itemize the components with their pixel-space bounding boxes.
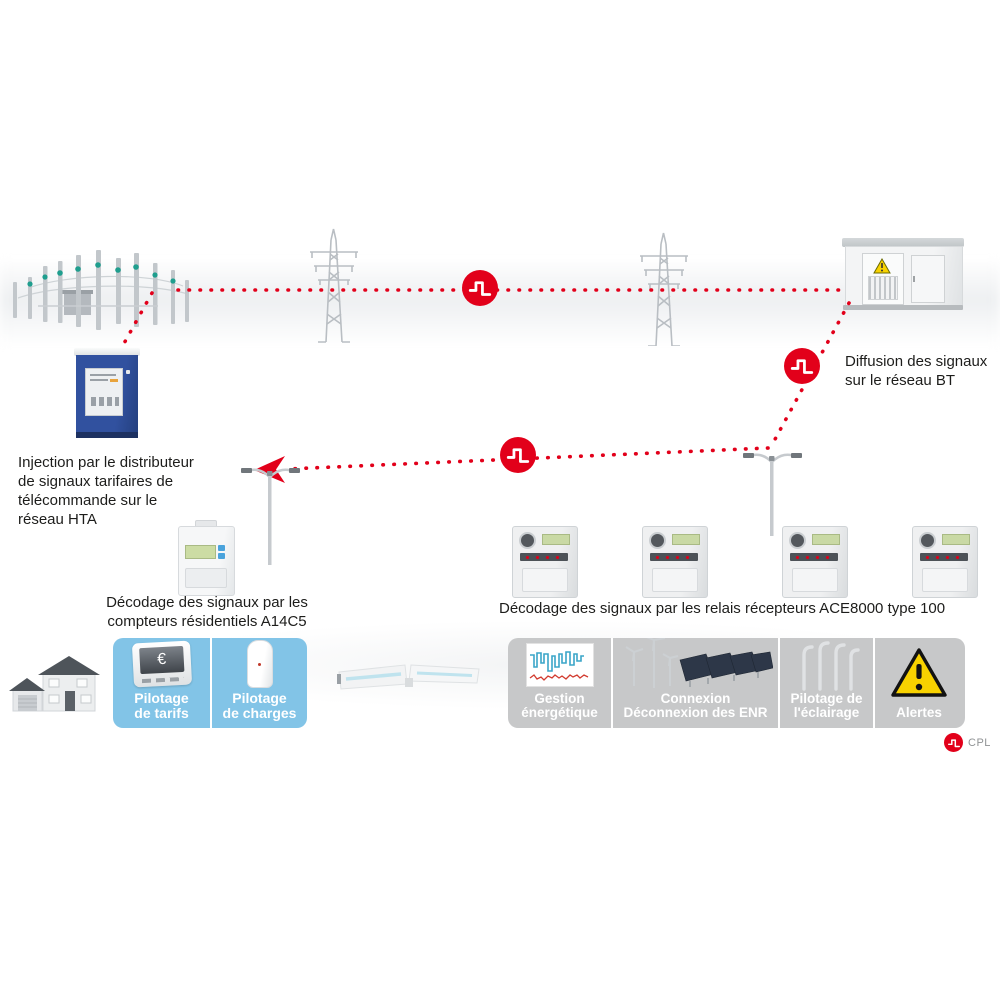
diffusion-annotation: Diffusion des signaux sur le réseau BT [845,353,988,389]
building-vent-grille [868,276,898,300]
relay-receiver-1 [512,526,578,598]
euro-symbol: € [138,646,184,675]
warning-triangle-icon [875,638,963,706]
building-roof [842,238,964,247]
meter-terminal-cover [185,568,227,588]
cabinet-vent [126,370,130,374]
injection-cabinet [74,348,140,438]
load-curve-chart-icon [508,638,611,692]
relay-dial [789,532,806,549]
street-lamps-icon [780,638,873,692]
relay-led-strip [520,553,568,561]
houses-illustration [9,656,100,712]
street-light-right [742,451,802,536]
bt-substation-building [842,238,964,312]
hta-substation-illustration [13,250,189,330]
panel-cell-pilotage-eclairage: Pilotage de l'éclairage [778,638,873,728]
cabinet-base [76,432,138,438]
residential-functions-panel: € Pilotage de tarifs Pilotage de charges [113,638,307,728]
relay-receiver-3 [782,526,848,598]
decodage-relais-annotation: Décodage des signaux par les relais réce… [499,600,946,617]
relay-cover [922,568,968,592]
relay-led-strip [920,553,968,561]
panel-cell-pilotage-charges: Pilotage de charges [210,638,307,728]
network-functions-panel: Gestion énergétique [508,638,965,728]
panel-cell-connexion-enr: Connexion Déconnexion des ENR [611,638,778,728]
decodage-compteurs-annotation: Décodage des signaux par les compteurs r… [106,594,308,630]
street-light-left [240,466,300,565]
cpl-legend: CPL [944,733,991,752]
residential-meter-a14c5 [178,520,235,596]
panel-label: Pilotage de charges [222,689,297,721]
panel-label: Gestion énergétique [521,690,598,721]
building-door-handle [913,276,915,282]
relay-lcd [672,534,700,545]
building-right-door [911,255,945,303]
panel-label: Connexion Déconnexion des ENR [623,690,768,721]
relay-receiver-4 [912,526,978,598]
relay-lcd [812,534,840,545]
relay-lcd [942,534,970,545]
tariff-screen-icon: € [113,638,210,691]
relay-led-strip [650,553,698,561]
cpl-legend-icon [944,733,963,752]
panel-cell-alertes: Alertes [873,638,963,728]
relay-cover [792,568,838,592]
panel-cell-gestion-energetique: Gestion énergétique [508,638,611,728]
cpl-badge-bt-line [784,348,820,384]
cabinet-control-panel [85,368,123,416]
wind-solar-icon [613,638,778,692]
cabinet-top [74,348,140,356]
relay-dial [919,532,936,549]
meter-button-top [218,545,225,551]
relay-led-strip [790,553,838,561]
transmission-pylon-right [639,232,689,346]
panel-label: Alertes [896,705,942,721]
panel-label: Pilotage de tarifs [134,689,189,721]
relay-cover [652,568,698,592]
panel-cell-pilotage-tarifs: € Pilotage de tarifs [113,638,210,728]
relay-lcd [542,534,570,545]
cpl-badge-street-line [500,437,536,473]
cpl-badge-hta-line [462,270,498,306]
relay-dial [649,532,666,549]
cpl-legend-label: CPL [968,736,991,749]
panel-label: Pilotage de l'éclairage [790,690,863,721]
meter-button-bottom [218,553,225,559]
warning-triangle-icon [873,258,891,274]
lighting-fixture-illustration [337,664,480,690]
transmission-pylon-left [309,228,359,343]
injection-annotation: Injection par le distributeur de signaux… [18,454,194,528]
water-heater-icon [212,638,307,691]
meter-lcd-display [185,545,216,559]
building-base [843,305,963,310]
relay-cover [522,568,568,592]
relay-receiver-2 [642,526,708,598]
relay-dial [519,532,536,549]
